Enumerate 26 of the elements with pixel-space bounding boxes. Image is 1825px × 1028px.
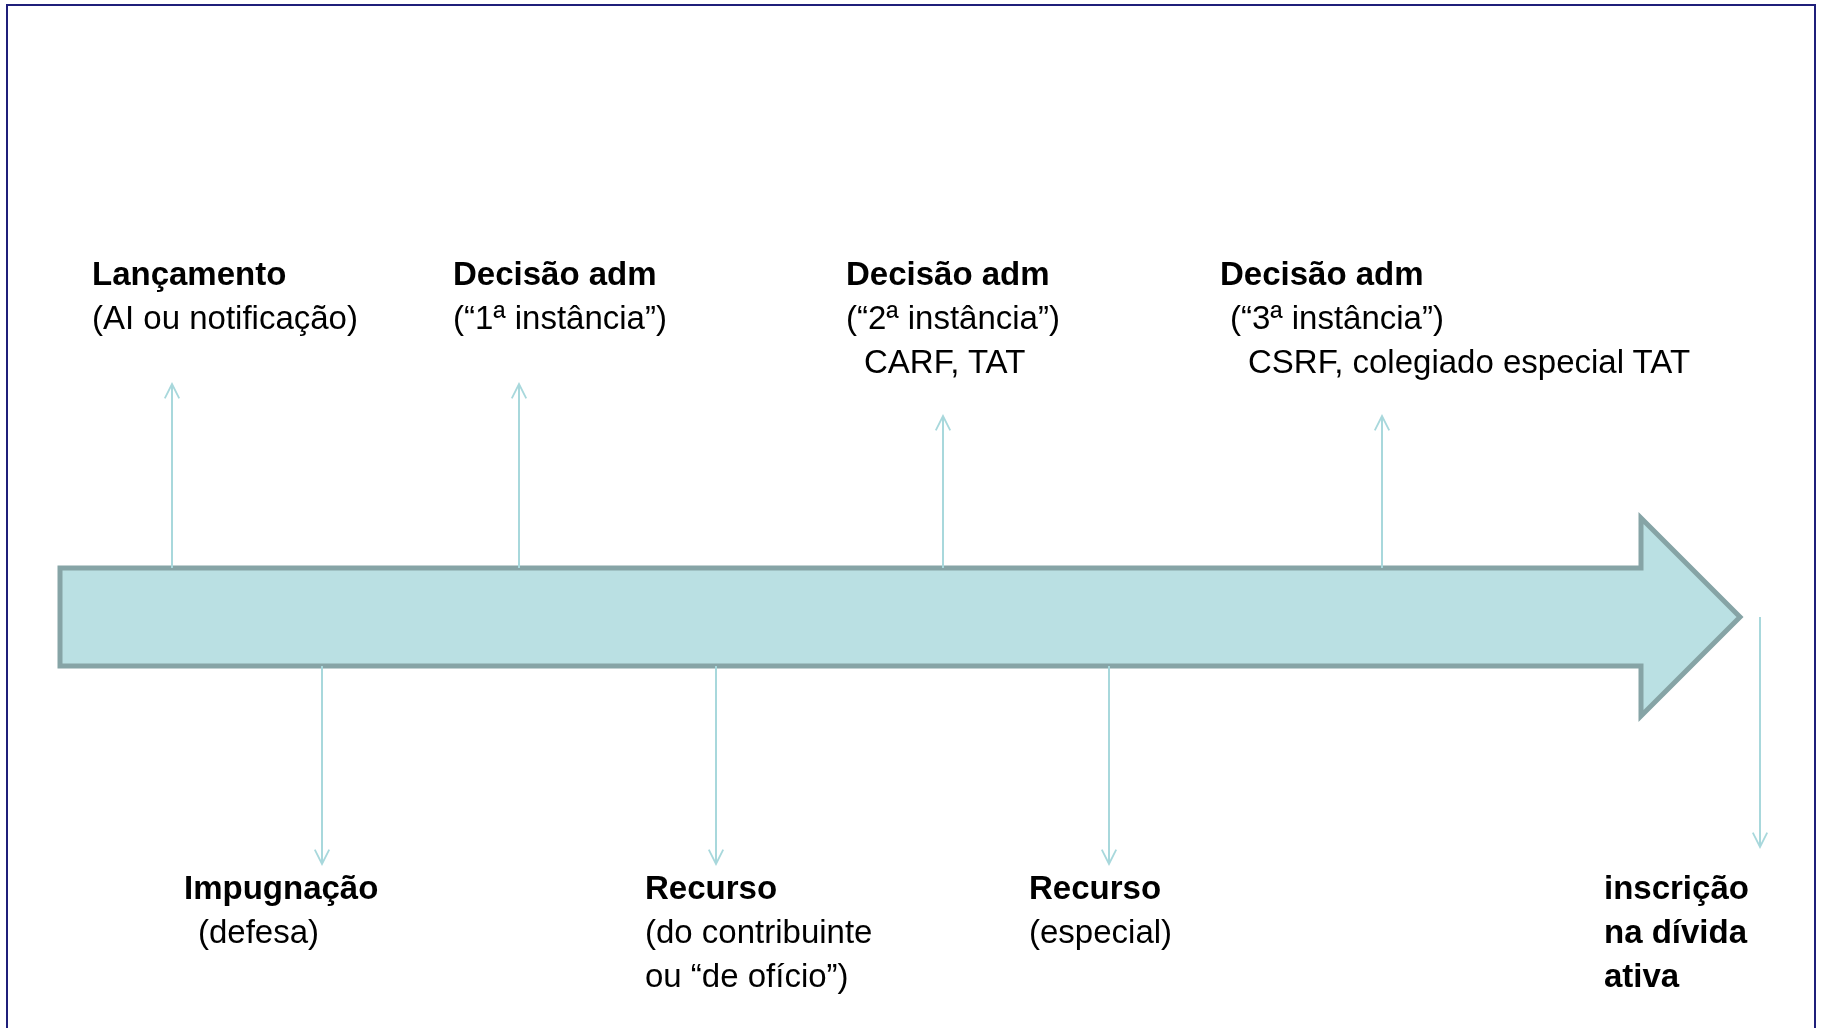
stage-title: Lançamento <box>92 254 287 294</box>
stage-description: (“3ª instância”) <box>1230 298 1444 338</box>
arrow <box>707 665 725 865</box>
stage-title: Impugnação <box>184 868 379 908</box>
arrow <box>313 665 331 865</box>
arrow <box>163 383 181 569</box>
stage-title: Decisão adm <box>453 254 657 294</box>
stage-title: Decisão adm <box>1220 254 1424 294</box>
arrow <box>510 383 528 569</box>
stage-description: (defesa) <box>198 912 320 952</box>
arrow <box>1373 415 1391 569</box>
stage-title: Recurso <box>645 868 778 908</box>
stage-description: (especial) <box>1029 912 1173 952</box>
stage-title: inscrição na dívida ativa <box>1604 868 1750 996</box>
arrow <box>1751 616 1769 848</box>
arrow <box>934 415 952 569</box>
stage-title: Recurso <box>1029 868 1162 908</box>
stage-description: CARF, TAT <box>864 342 1026 382</box>
stage-description: (“1ª instância”) <box>453 298 667 338</box>
stage-description: (AI ou notificação) <box>92 298 358 338</box>
stage-description: CSRF, colegiado especial TAT <box>1248 342 1691 382</box>
stage-title: Decisão adm <box>846 254 1050 294</box>
stage-description: (do contribuinte ou “de ofício”) <box>645 912 874 996</box>
arrow <box>1100 665 1118 865</box>
timeline-arrow <box>57 511 1744 723</box>
stage-description: (“2ª instância”) <box>846 298 1060 338</box>
